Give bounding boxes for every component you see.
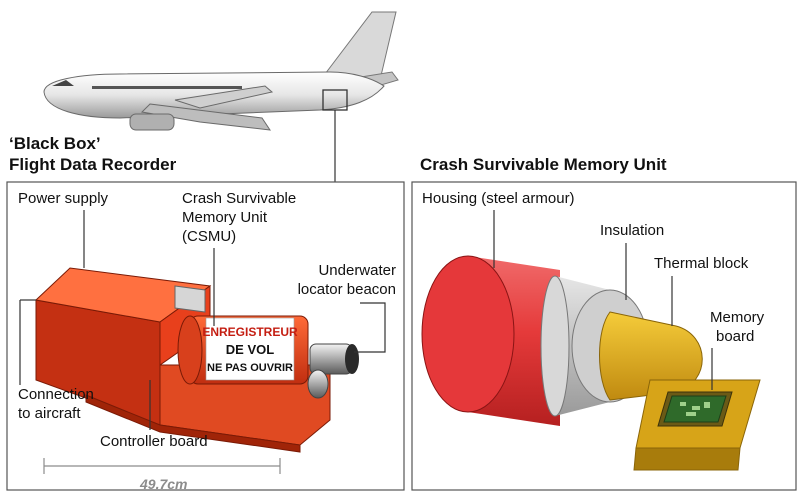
label-beacon-line1: Underwater bbox=[318, 262, 396, 279]
label-power-supply: Power supply bbox=[18, 190, 109, 207]
flight-data-recorder-illustration: ENREGISTREUR DE VOL NE PAS OUVRIR bbox=[34, 267, 359, 453]
recorder-leader-lines bbox=[19, 210, 386, 474]
label-csmu-line1: Crash Survivable bbox=[182, 190, 297, 207]
device-label-line1: ENREGISTREUR bbox=[202, 325, 298, 339]
label-memory-line1: Memory bbox=[710, 309, 765, 326]
device-label-line3: NE PAS OUVRIR bbox=[207, 362, 293, 374]
label-connection-line1: Connection bbox=[18, 386, 94, 403]
memory-unit-cutaway-illustration bbox=[421, 255, 761, 471]
label-beacon-line2: locator beacon bbox=[297, 281, 396, 298]
memory-unit-leader-lines bbox=[493, 210, 713, 390]
label-insulation: Insulation bbox=[600, 222, 665, 239]
label-connection-line2: to aircraft bbox=[18, 405, 81, 422]
label-memory-line2: board bbox=[716, 328, 755, 345]
memory-unit-title: Crash Survivable Memory Unit bbox=[420, 155, 667, 174]
label-housing: Housing (steel armour) bbox=[422, 190, 575, 207]
black-box-title-line2: Flight Data Recorder bbox=[9, 155, 177, 174]
recorder-panel-frame bbox=[6, 181, 405, 491]
device-label-line2: DE VOL bbox=[226, 342, 274, 357]
label-csmu-line3: (CSMU) bbox=[182, 228, 237, 245]
memory-unit-panel-frame bbox=[411, 181, 797, 491]
label-csmu-line2: Memory Unit bbox=[182, 209, 268, 226]
airplane-illustration bbox=[43, 11, 399, 182]
dimension-label: 49.7cm bbox=[140, 476, 188, 492]
black-box-title-line1: ‘Black Box’ bbox=[9, 134, 101, 153]
label-controller-board: Controller board bbox=[100, 433, 208, 450]
label-thermal-block: Thermal block bbox=[654, 255, 749, 272]
